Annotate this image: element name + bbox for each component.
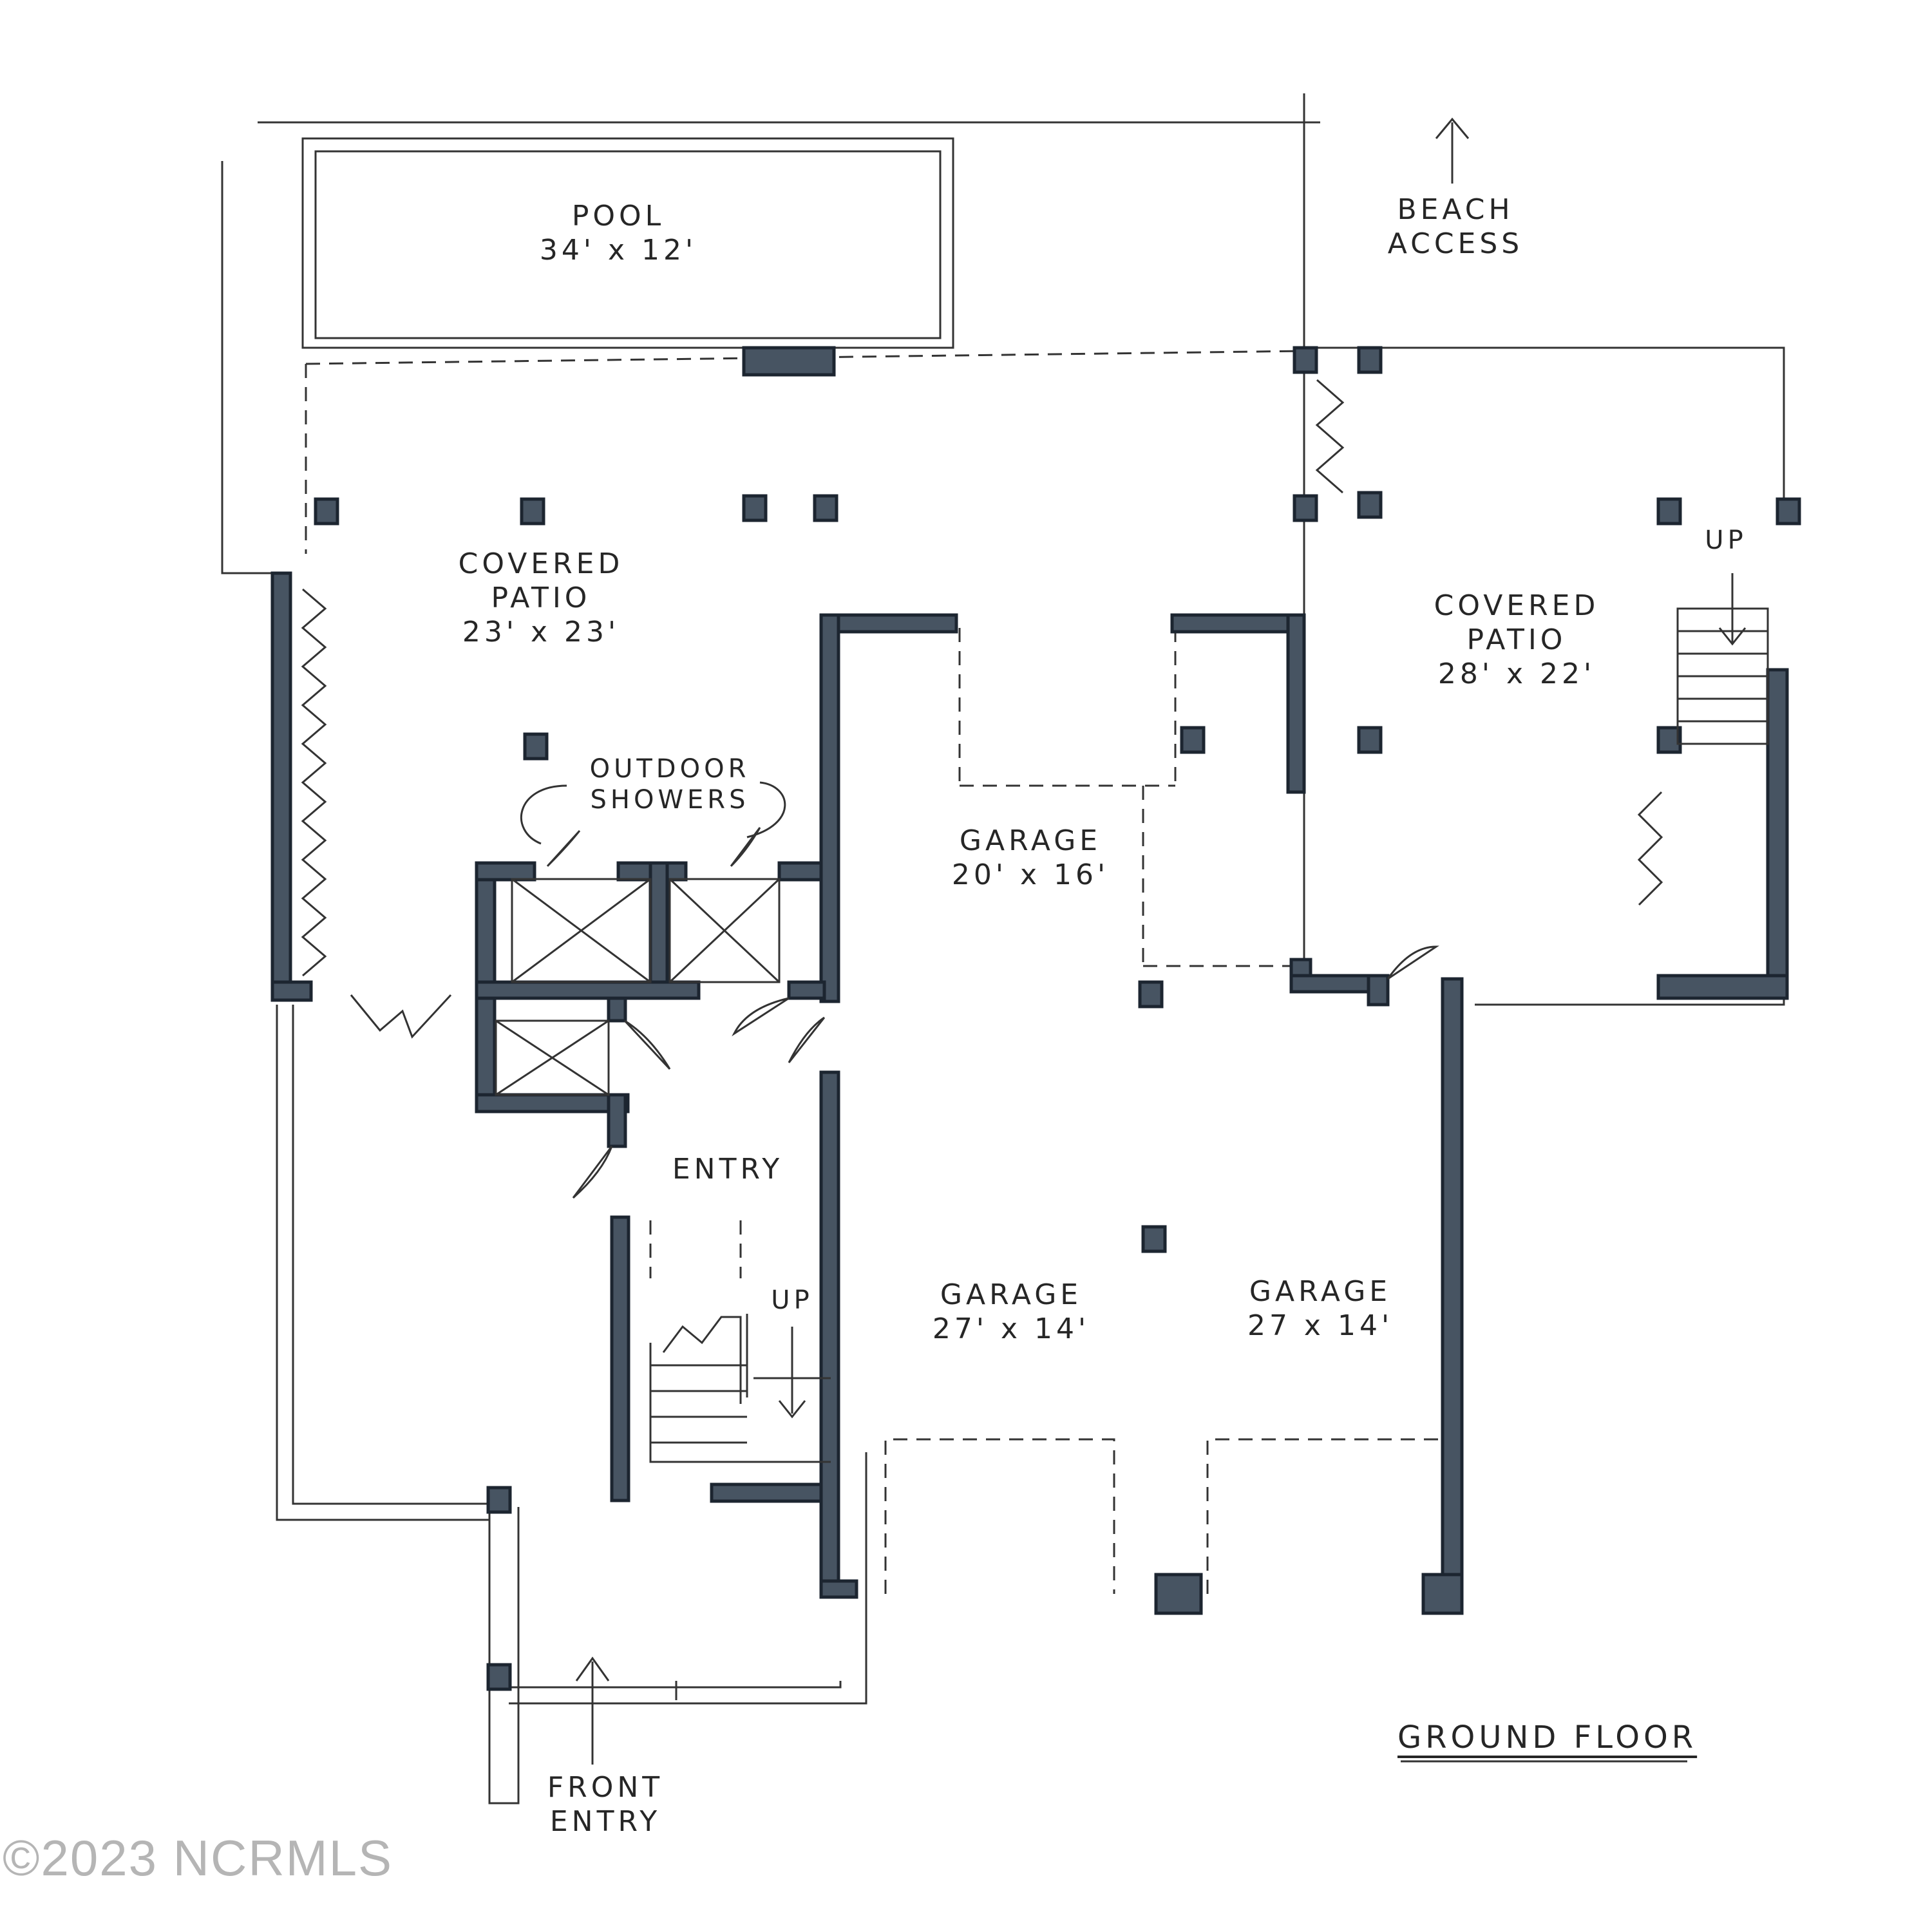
doors — [301, 379, 1663, 1199]
stair-up-right-label: UP — [1690, 525, 1761, 556]
site-outline — [221, 93, 1785, 1804]
shower-stalls — [495, 878, 781, 1096]
garage-top-name: GARAGE — [959, 824, 1102, 857]
walls — [270, 571, 1789, 1615]
pool-label: POOL 34' x 12' — [489, 200, 747, 268]
covered-patio-left-size: 23' x 23' — [462, 615, 620, 649]
covered-patio-left-line-2: PATIO — [491, 581, 591, 614]
entry-label: ENTRY — [650, 1153, 805, 1187]
front-entry-line-2: ENTRY — [549, 1804, 661, 1838]
beach-access-arrow — [1435, 117, 1470, 184]
outdoor-showers-line-2: SHOWERS — [590, 785, 750, 815]
entry-name: ENTRY — [672, 1153, 784, 1186]
stair-up-right-text: UP — [1705, 526, 1747, 555]
stair-up-entry-label: UP — [757, 1285, 828, 1316]
floor-title-text: GROUND FLOOR — [1397, 1719, 1698, 1756]
garage-right-label: GARAGE 27 x 14' — [1211, 1275, 1430, 1343]
outdoor-showers-label: OUTDOOR SHOWERS — [560, 753, 779, 815]
garage-left-label: GARAGE 27' x 14' — [902, 1278, 1121, 1347]
front-entry-label: FRONT ENTRY — [522, 1771, 689, 1839]
stairs — [649, 573, 1769, 1463]
garage-left-name: GARAGE — [940, 1278, 1083, 1311]
pool-name: POOL — [571, 200, 665, 232]
garage-left-size: 27' x 14' — [932, 1312, 1090, 1345]
watermark: ©2023 NCRMLS — [3, 1830, 393, 1886]
garage-top-label: GARAGE 20' x 16' — [927, 824, 1133, 893]
covered-patio-right-line-1: COVERED — [1434, 589, 1600, 622]
pool-size: 34' x 12' — [539, 233, 697, 267]
garage-top-size: 20' x 16' — [951, 858, 1110, 891]
covered-patio-right-size: 28' x 22' — [1437, 657, 1596, 690]
covered-patio-right-line-2: PATIO — [1466, 623, 1567, 656]
pool — [301, 137, 954, 349]
covered-patio-left-line-1: COVERED — [458, 547, 624, 580]
beach-access-label: BEACH ACCESS — [1352, 193, 1558, 261]
structural-posts — [314, 346, 1801, 1691]
garage-right-name: GARAGE — [1249, 1275, 1392, 1308]
stair-up-entry-text: UP — [771, 1285, 813, 1315]
beach-access-line-2: ACCESS — [1387, 227, 1524, 260]
front-entry-arrow — [575, 1656, 610, 1765]
floor-title: GROUND FLOOR — [1397, 1719, 1694, 1757]
outdoor-showers-line-1: OUTDOOR — [589, 754, 750, 784]
front-entry-line-1: FRONT — [547, 1771, 664, 1804]
covered-patio-right-label: COVERED PATIO 28' x 22' — [1401, 589, 1633, 691]
garage-right-size: 27 x 14' — [1247, 1309, 1394, 1342]
beach-access-line-1: BEACH — [1397, 193, 1514, 226]
covered-patio-left-label: COVERED PATIO 23' x 23' — [425, 547, 657, 649]
